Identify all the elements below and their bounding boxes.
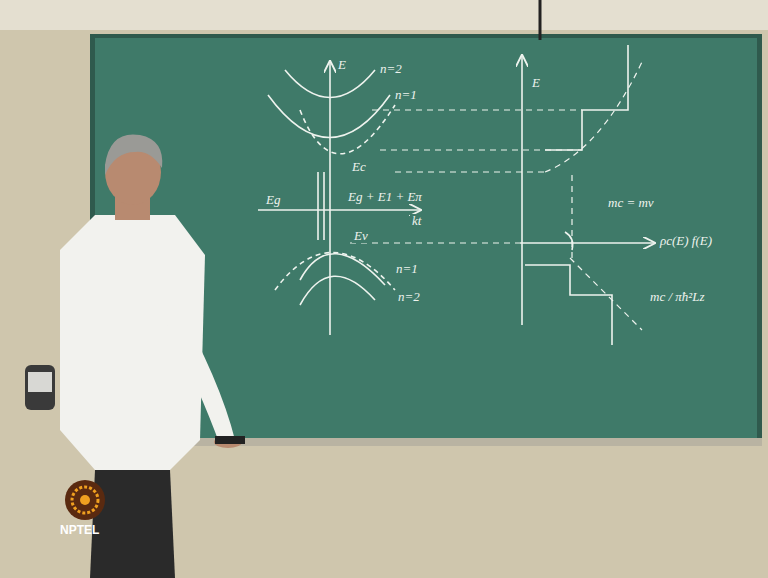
- mass-note: mc = mv: [606, 196, 656, 210]
- axis-label: kt: [410, 214, 423, 228]
- subband-label: n=1: [394, 262, 420, 276]
- band-edge-label: Ev: [352, 229, 370, 243]
- subband-label: n=2: [378, 62, 404, 76]
- subband-label: n=2: [396, 290, 422, 304]
- logo-text: NPTEL: [60, 524, 99, 537]
- subband-label: n=1: [393, 88, 419, 102]
- axis-label: E: [336, 58, 348, 72]
- dos-label: ρc(E) f(E): [658, 234, 714, 248]
- band-edge-label: Ec: [350, 160, 368, 174]
- energy-label: Eg + E1 + Eπ: [346, 190, 424, 204]
- axis-label: E: [530, 76, 542, 90]
- gap-label: Eg: [264, 193, 282, 207]
- dos-step-label: mc / πħ²Lz: [648, 290, 706, 304]
